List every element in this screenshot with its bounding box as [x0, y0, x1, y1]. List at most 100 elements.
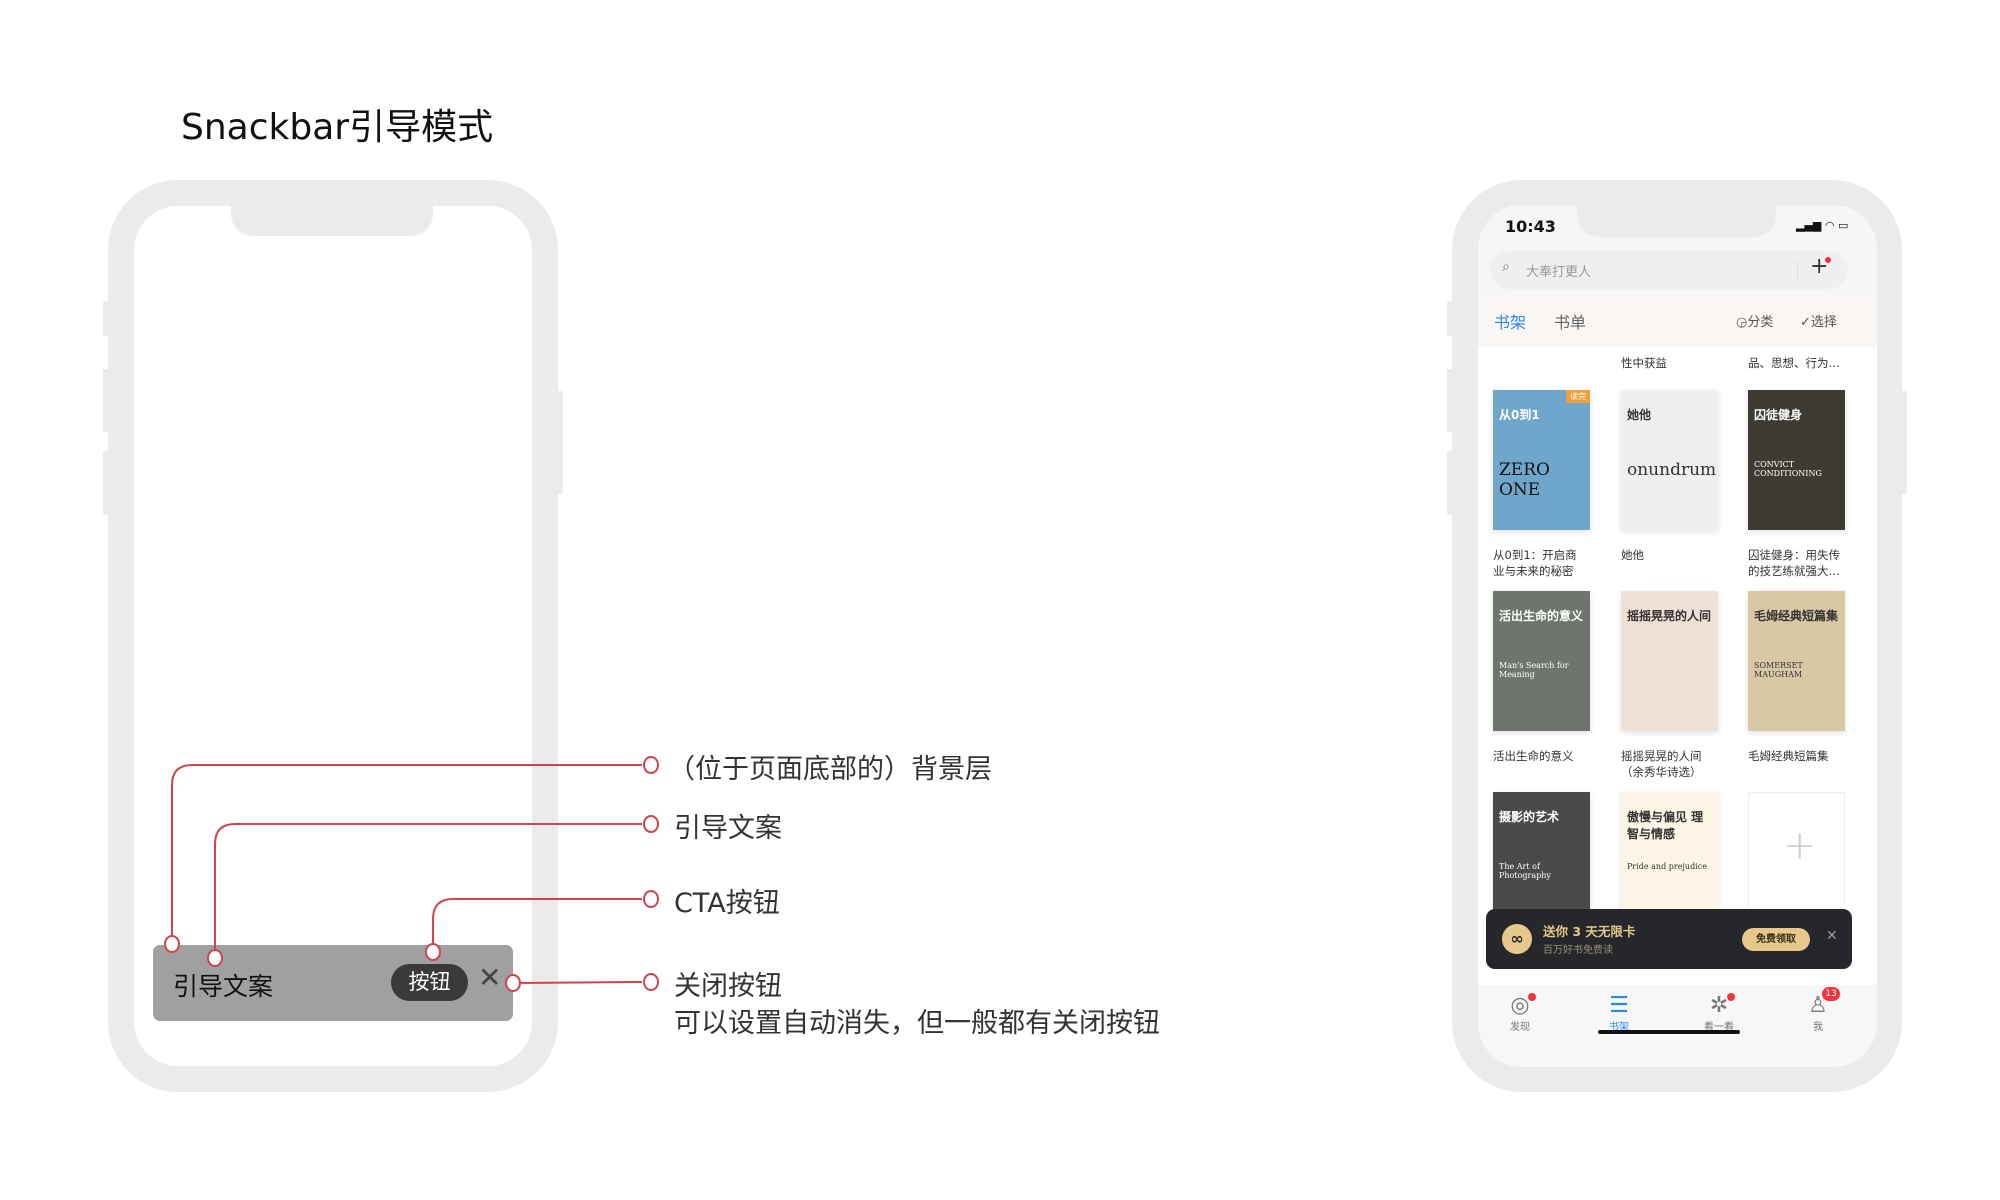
power-button: [557, 391, 563, 494]
cover-title-en: The Art of Photography: [1499, 862, 1551, 880]
cover-title-en: CONVICT CONDITIONING: [1754, 460, 1822, 478]
app-screen: 10:43 ▂▄▆ ◠ ▭ ⌕ 大奉打更人 + 书架 书单 ◶分类 ✓选择 性中…: [1478, 205, 1877, 1067]
marker-circle: [643, 973, 659, 991]
book-title[interactable]: 活出生命的意义: [1493, 749, 1574, 763]
marker-circle: [643, 756, 659, 774]
volume-down-button: [103, 451, 109, 515]
bookshelf-icon: ☰: [1609, 993, 1629, 1018]
leader-line-text: [214, 823, 642, 951]
annotation-close-note: 可以设置自动消失，但一般都有关闭按钮: [674, 1008, 1160, 1039]
book-title[interactable]: 摇摇晃晃的人间（余秀华诗选）: [1621, 749, 1702, 779]
search-icon: ⌕: [1502, 259, 1510, 275]
add-book-button[interactable]: +: [1748, 792, 1845, 912]
book-cover[interactable]: 傲慢与偏见 理智与情感 Pride and prejudice: [1621, 792, 1718, 912]
annotation-cta-button: CTA按钮: [674, 888, 780, 919]
tab-bookshelf[interactable]: 书架: [1494, 313, 1527, 332]
mute-switch: [103, 301, 109, 336]
promo-claim-button[interactable]: 免费领取: [1742, 928, 1810, 951]
close-icon[interactable]: ✕: [1826, 928, 1838, 944]
plus-icon: +: [1783, 823, 1817, 869]
notification-badge: 13: [1822, 987, 1840, 1001]
book-title[interactable]: 她他: [1621, 548, 1644, 562]
promo-subtitle: 百万好书免费读: [1543, 945, 1613, 956]
cover-title-cn: 活出生命的意义: [1499, 609, 1584, 623]
add-icon[interactable]: +: [1810, 254, 1829, 279]
wireframe-phone: [108, 180, 558, 1092]
search-placeholder: 大奉打更人: [1526, 265, 1592, 280]
promo-title: 送你 3 天无限卡: [1543, 924, 1636, 939]
network-icon: ✲: [1709, 993, 1729, 1018]
status-time: 10:43: [1505, 217, 1556, 236]
bottom-tab-bar: ◎ 发现 ☰ 书架 ✲ 看一看 ♙ 我 13: [1478, 985, 1877, 1067]
volume-down-button: [1447, 451, 1453, 515]
book-title[interactable]: 从0到1：开启商业与未来的秘密: [1493, 548, 1577, 578]
annotation-background-layer: （位于页面底部的）背景层: [668, 754, 992, 785]
notification-dot: [1528, 993, 1536, 1001]
volume-up-button: [1447, 369, 1453, 432]
power-button: [1901, 391, 1907, 494]
book-title-partial: 品、思想、行为…: [1748, 356, 1840, 370]
close-icon[interactable]: ✕: [478, 961, 502, 994]
marker-circle: [207, 949, 223, 967]
wireframe-snackbar: 引导文案 按钮 ✕: [153, 945, 513, 1021]
book-cover[interactable]: 从0到1 ZERO ONE 读完: [1493, 390, 1590, 530]
cover-title-cn: 摇摇晃晃的人间: [1627, 609, 1712, 623]
snackbar-text: 引导文案: [173, 972, 274, 1001]
search-bar[interactable]: ⌕ 大奉打更人 +: [1490, 251, 1848, 289]
cover-title-en: onundrum: [1627, 460, 1717, 480]
signal-wifi-battery-icon: ▂▄▆ ◠ ▭: [1796, 219, 1849, 232]
book-cover[interactable]: 活出生命的意义 Man's Search for Meaning: [1493, 591, 1590, 731]
book-title[interactable]: 毛姆经典短篇集: [1748, 749, 1829, 763]
marker-circle: [643, 815, 659, 833]
annotation-guide-text: 引导文案: [674, 813, 782, 844]
book-cover[interactable]: 毛姆经典短篇集 SOMERSET MAUGHAM: [1748, 591, 1845, 731]
book-title-partial: 性中获益: [1621, 356, 1667, 370]
tab-look[interactable]: ✲ 看一看: [1689, 993, 1749, 1033]
tab-bookshelf[interactable]: ☰ 书架: [1589, 993, 1649, 1033]
notification-dot: [1825, 257, 1831, 263]
leader-line-background: [171, 764, 642, 937]
book-title[interactable]: 囚徒健身：用失传的技艺练就强大…: [1748, 548, 1840, 578]
tab-discover[interactable]: ◎ 发现: [1490, 993, 1550, 1033]
annotation-close-button: 关闭按钮: [674, 971, 782, 1002]
category-icon: ◶: [1736, 315, 1748, 330]
page-title: Snackbar引导模式: [181, 107, 494, 148]
person-icon: ♙: [1808, 993, 1828, 1018]
notification-dot: [1727, 993, 1735, 1001]
tab-booklist[interactable]: 书单: [1554, 313, 1587, 332]
mute-switch: [1447, 301, 1453, 336]
book-cover[interactable]: 摇摇晃晃的人间: [1621, 591, 1718, 731]
category-button[interactable]: ◶分类: [1736, 315, 1774, 330]
select-button[interactable]: ✓选择: [1800, 315, 1837, 330]
cover-title-en: Pride and prejudice: [1627, 862, 1707, 871]
divider: [1797, 261, 1798, 279]
cover-title-en: Man's Search for Meaning: [1499, 661, 1569, 679]
book-cover[interactable]: 囚徒健身 CONVICT CONDITIONING: [1748, 390, 1845, 530]
phone-notch: [231, 205, 433, 236]
cover-title-en: ZERO ONE: [1499, 460, 1550, 500]
cover-title-cn: 摄影的艺术: [1499, 810, 1560, 824]
cover-title-cn: 她他: [1627, 408, 1652, 422]
tab-me[interactable]: ♙ 我 13: [1788, 987, 1848, 1033]
infinity-card-icon: ∞: [1502, 924, 1532, 954]
volume-up-button: [103, 369, 109, 432]
leader-line-cta: [432, 898, 642, 944]
cover-title-cn: 囚徒健身: [1754, 408, 1803, 422]
leader-line-close: [519, 981, 643, 984]
cover-title-cn: 毛姆经典短篇集: [1754, 609, 1839, 623]
phone-notch: [1577, 205, 1776, 237]
finished-badge: 读完: [1566, 390, 1590, 403]
cover-title-cn: 从0到1: [1499, 408, 1540, 422]
marker-circle: [164, 935, 180, 953]
check-circle-icon: ✓: [1800, 315, 1811, 330]
compass-icon: ◎: [1510, 993, 1530, 1018]
book-cover[interactable]: 她他 onundrum: [1621, 390, 1718, 530]
cover-title-en: SOMERSET MAUGHAM: [1754, 661, 1803, 679]
home-indicator: [1598, 1030, 1740, 1034]
book-cover[interactable]: 摄影的艺术 The Art of Photography: [1493, 792, 1590, 912]
marker-circle: [643, 890, 659, 908]
cover-title-cn: 傲慢与偏见 理智与情感: [1627, 810, 1704, 841]
promo-snackbar: ∞ 送你 3 天无限卡 百万好书免费读 免费领取 ✕: [1486, 909, 1852, 969]
snackbar-cta-button[interactable]: 按钮: [391, 964, 468, 1001]
